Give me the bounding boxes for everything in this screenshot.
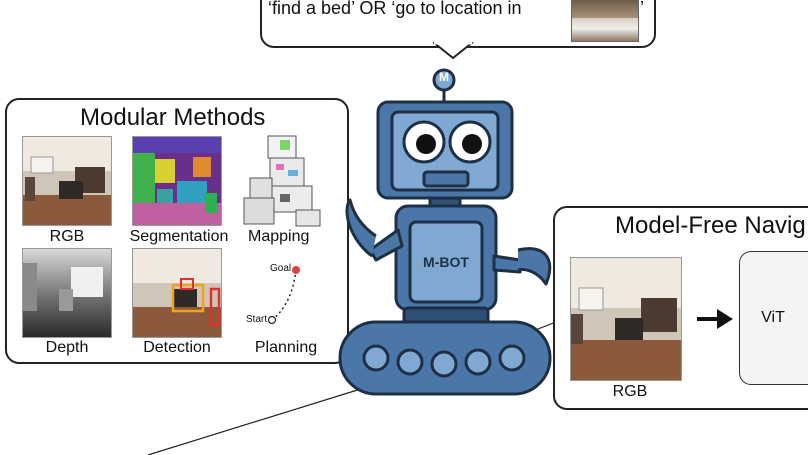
planned-path <box>271 269 297 321</box>
m-bot-robot-illustration <box>338 68 552 396</box>
robot-right-arm <box>492 254 522 274</box>
goal-marker <box>292 266 300 274</box>
arrow-right-icon <box>697 309 733 329</box>
robot-chest-panel <box>408 220 484 304</box>
mapping-label: Mapping <box>248 228 310 245</box>
speech-bubble-tail <box>433 42 473 60</box>
robot-right-claw <box>517 247 552 286</box>
rgb-image <box>22 136 112 226</box>
model-free-rgb-image <box>570 257 682 381</box>
detection-label: Detection <box>143 339 211 356</box>
segmentation-image <box>132 136 222 226</box>
robot-badge-letter: M <box>439 70 449 84</box>
rgb-label: RGB <box>49 228 85 245</box>
robot-mouth <box>422 170 470 188</box>
depth-label: Depth <box>45 339 89 356</box>
closing-quote: ’ <box>640 0 644 18</box>
model-free-rgb-label: RGB <box>612 383 648 400</box>
modular-methods-title: Modular Methods <box>80 104 266 131</box>
vit-label: ViT <box>761 309 785 326</box>
perspective-line-left <box>147 382 381 455</box>
vit-block <box>739 251 808 385</box>
model-free-title: Model-Free Navig <box>615 212 806 239</box>
depth-image <box>22 248 112 338</box>
robot-antenna-badge <box>432 68 456 92</box>
start-marker <box>267 315 277 325</box>
planning-diagram <box>267 266 300 325</box>
planning-goal-label: Goal <box>270 263 292 274</box>
robot-left-arm <box>368 228 404 262</box>
segmentation-label: Segmentation <box>129 228 229 245</box>
bedroom-image-thumbnail <box>571 0 639 42</box>
detection-image <box>132 248 222 338</box>
robot-left-claw <box>345 198 377 258</box>
instruction-text: ‘find a bed’ OR ‘go to location in <box>268 0 522 18</box>
mapping-image <box>240 134 328 228</box>
planning-start-label: Start <box>246 314 268 325</box>
robot-chest-label: M-BOT <box>423 254 469 270</box>
planning-label: Planning <box>254 339 318 356</box>
